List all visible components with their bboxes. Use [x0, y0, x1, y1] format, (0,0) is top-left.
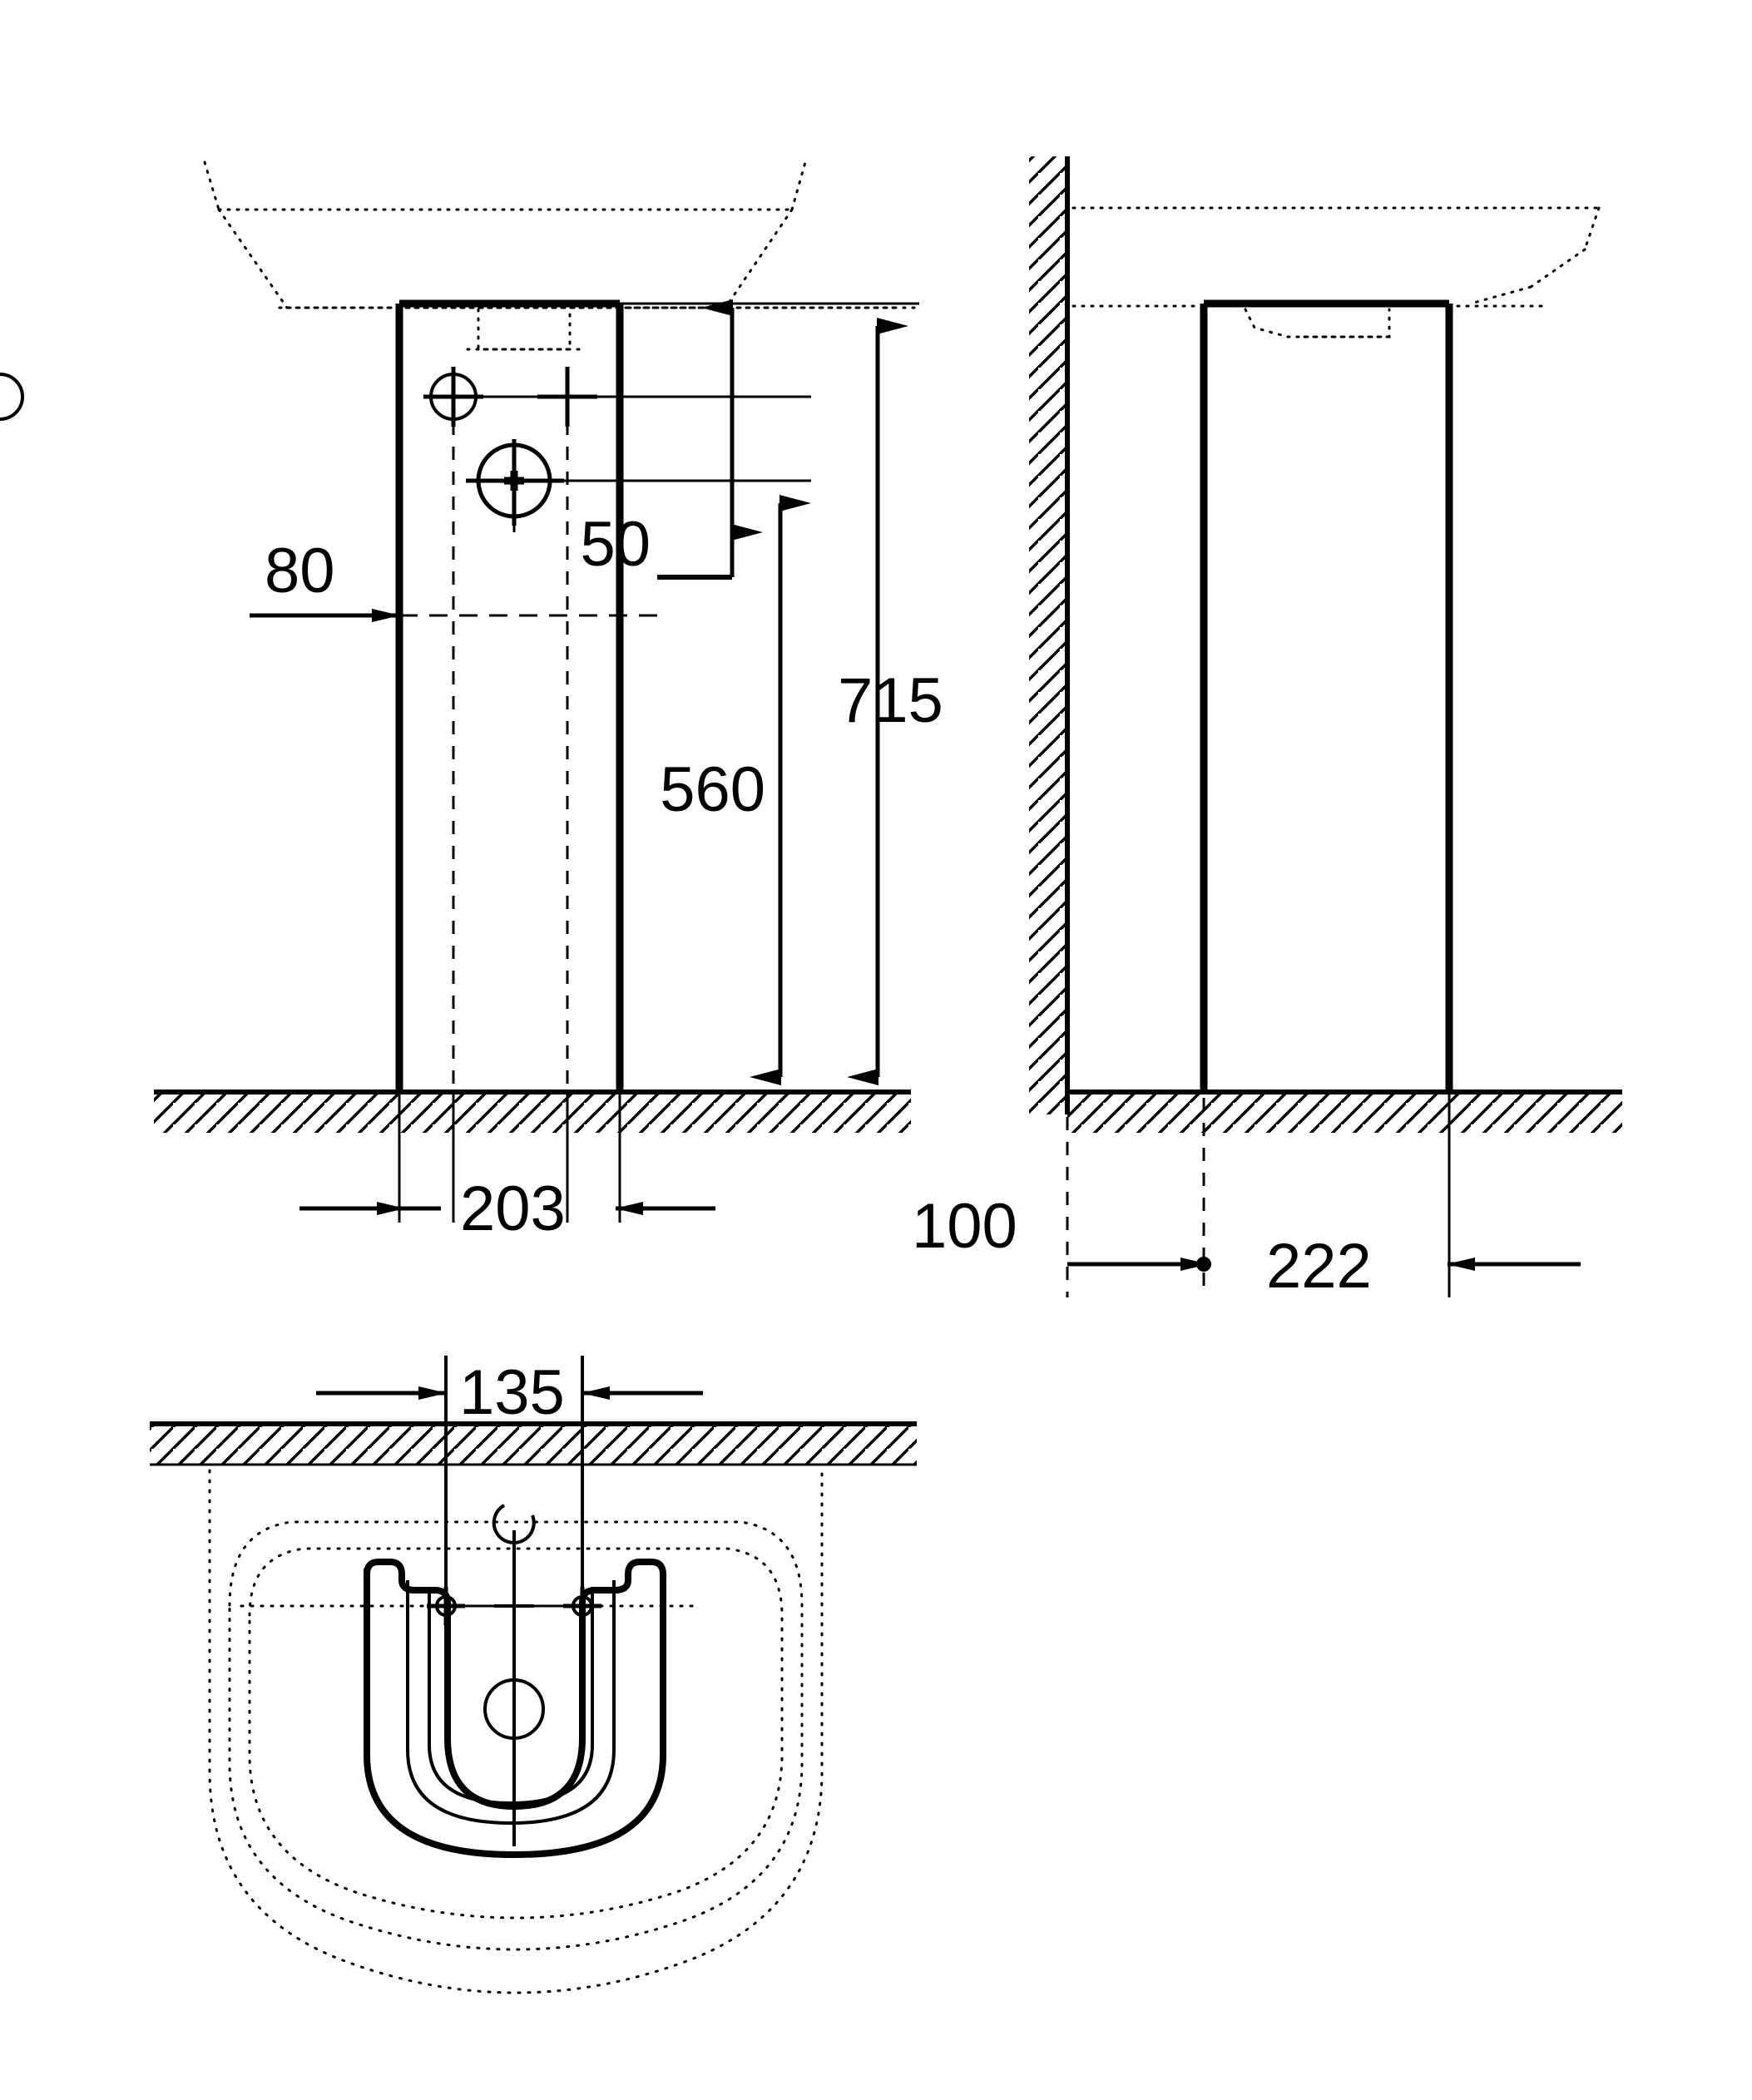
dim-203-label: 203 — [460, 1174, 566, 1244]
plan-waste-circle — [483, 1678, 545, 1740]
plan-vertical-centerline — [494, 1530, 534, 1846]
side-pedestal-notch — [1244, 308, 1393, 338]
dim-80: 80 — [250, 536, 657, 640]
side-view: 100 222 — [912, 156, 1622, 1302]
dim-135-label: 135 — [459, 1357, 565, 1428]
side-extension-lines — [1066, 1023, 1451, 1297]
dim-222: 222 — [1266, 1231, 1581, 1302]
dim-50: 50 — [580, 299, 763, 580]
plan-extension-lines — [444, 1356, 584, 1622]
side-floor — [1067, 1090, 1622, 1133]
side-basin-outline — [1071, 206, 1601, 308]
side-pedestal-body — [1200, 299, 1453, 1090]
dim-560-label: 560 — [660, 754, 765, 825]
dim-560: 560 — [660, 495, 811, 1085]
front-pedestal-body — [395, 299, 624, 1090]
front-basin-outline — [203, 161, 807, 309]
side-wall — [1029, 156, 1070, 1114]
dim-100-label: 100 — [912, 1191, 1017, 1262]
plan-siphon-inner-lines — [406, 1580, 616, 1826]
dim-100: 100 — [912, 1191, 1211, 1272]
dim-715-label: 715 — [838, 665, 943, 736]
dim-50-label: 50 — [580, 509, 651, 580]
dim-135: 135 — [316, 1357, 703, 1428]
plan-basin-outline — [208, 1469, 824, 1994]
plan-rotation-arc-icon — [492, 1504, 536, 1544]
front-view: 50 80 560 715 — [0, 161, 943, 1244]
front-pedestal-notch — [466, 308, 584, 351]
plan-wall — [150, 1421, 917, 1466]
dim-203: 203 — [299, 1094, 715, 1244]
front-floor — [154, 1090, 911, 1133]
front-extension-lines — [466, 302, 921, 482]
front-center-lines — [452, 397, 569, 1106]
dim-80-label: 80 — [265, 536, 335, 606]
dim-715: 715 — [838, 318, 943, 1085]
dim-222-label: 222 — [1266, 1231, 1372, 1302]
plan-view: 135 — [150, 1356, 917, 1994]
